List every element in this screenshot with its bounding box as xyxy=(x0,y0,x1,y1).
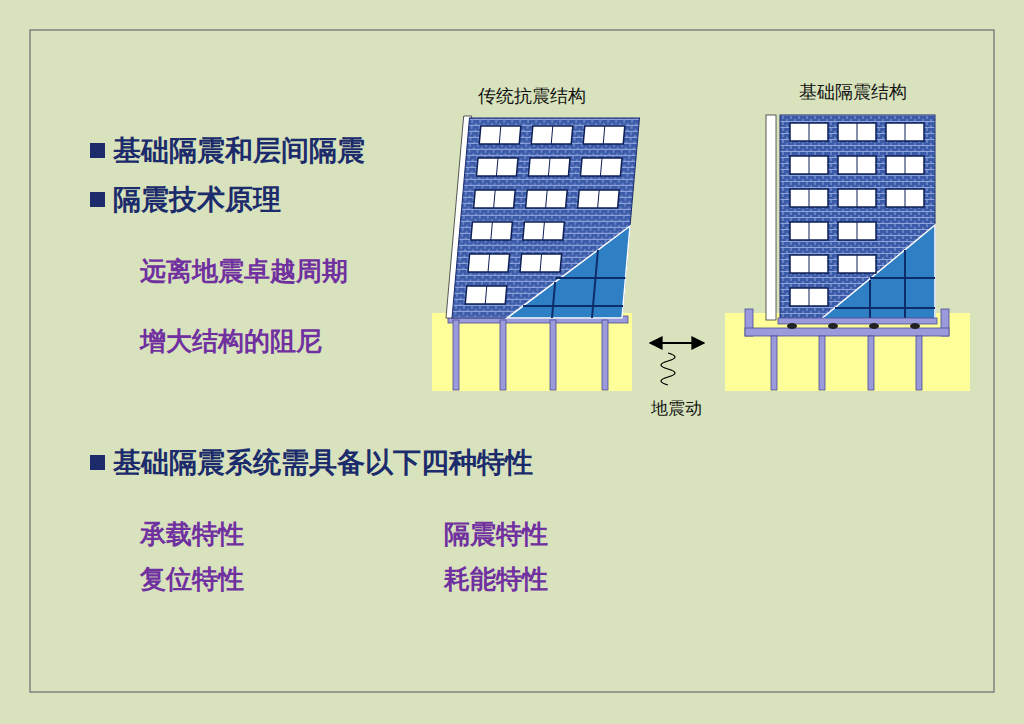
bullet-heading: 基础隔震系统需具备以下四种特性 xyxy=(113,446,533,480)
window-mullion xyxy=(491,222,493,240)
window xyxy=(476,158,518,176)
motion-arrow xyxy=(650,342,704,344)
window xyxy=(465,286,507,304)
window xyxy=(479,126,521,144)
window-mullion xyxy=(857,123,858,141)
property-item: 承载特性 xyxy=(140,519,244,550)
window-mullion xyxy=(905,156,906,174)
window xyxy=(523,222,565,240)
bullet-square xyxy=(90,143,105,158)
bullet-square xyxy=(90,192,105,207)
window xyxy=(790,255,828,273)
window xyxy=(838,222,876,240)
window xyxy=(526,190,568,208)
isolator-bearing xyxy=(787,323,920,329)
window xyxy=(520,254,562,272)
window xyxy=(838,156,876,174)
window xyxy=(471,222,513,240)
window-mullion xyxy=(603,126,605,144)
window-mullion xyxy=(548,158,550,176)
window xyxy=(886,123,924,141)
bullet-square xyxy=(90,455,105,470)
motion-label: 地震动 xyxy=(651,398,702,418)
window-mullion xyxy=(809,189,810,207)
window-mullion xyxy=(488,254,490,272)
property-item: 隔震特性 xyxy=(444,519,548,550)
column-frame xyxy=(448,316,628,390)
caption: 传统抗震结构 xyxy=(478,85,586,107)
ground xyxy=(432,313,632,391)
window-mullion xyxy=(543,222,545,240)
property-item: 复位特性 xyxy=(140,564,244,595)
window-mullion xyxy=(809,288,810,306)
caption: 基础隔震结构 xyxy=(799,81,907,103)
window xyxy=(790,123,828,141)
traditional-building xyxy=(446,116,640,318)
ground xyxy=(725,313,970,391)
window-mullion xyxy=(905,123,906,141)
window xyxy=(790,222,828,240)
window xyxy=(528,158,570,176)
window-mullion xyxy=(857,222,858,240)
window-mullion xyxy=(499,126,501,144)
vibration-squiggle xyxy=(661,353,675,385)
bullet-heading: 基础隔震和层间隔震 xyxy=(113,134,365,168)
slide-frame xyxy=(30,30,994,692)
window-mullion xyxy=(905,189,906,207)
window-mullion xyxy=(485,286,487,304)
window-mullion xyxy=(809,222,810,240)
window-mullion xyxy=(540,254,542,272)
window xyxy=(838,189,876,207)
window xyxy=(580,158,622,176)
foundation-pit xyxy=(745,309,949,390)
window-mullion xyxy=(494,190,496,208)
principle-item: 远离地震卓越周期 xyxy=(140,256,348,287)
window xyxy=(886,189,924,207)
window xyxy=(790,189,828,207)
window xyxy=(886,156,924,174)
window-mullion xyxy=(809,255,810,273)
window-mullion xyxy=(496,158,498,176)
window xyxy=(790,288,828,306)
window xyxy=(474,190,516,208)
isolated-building xyxy=(766,115,937,324)
window-mullion xyxy=(598,190,600,208)
window-mullion xyxy=(546,190,548,208)
principle-item: 增大结构的阻尼 xyxy=(140,326,322,357)
window xyxy=(583,126,625,144)
window xyxy=(838,255,876,273)
window-mullion xyxy=(600,158,602,176)
window xyxy=(578,190,620,208)
window-mullion xyxy=(551,126,553,144)
window xyxy=(468,254,510,272)
window-mullion xyxy=(857,156,858,174)
bullet-heading: 隔震技术原理 xyxy=(113,183,281,217)
window-mullion xyxy=(809,123,810,141)
window xyxy=(790,156,828,174)
window-mullion xyxy=(857,189,858,207)
window xyxy=(531,126,573,144)
window-mullion xyxy=(809,156,810,174)
window-mullion xyxy=(857,255,858,273)
property-item: 耗能特性 xyxy=(444,564,548,595)
window xyxy=(838,123,876,141)
